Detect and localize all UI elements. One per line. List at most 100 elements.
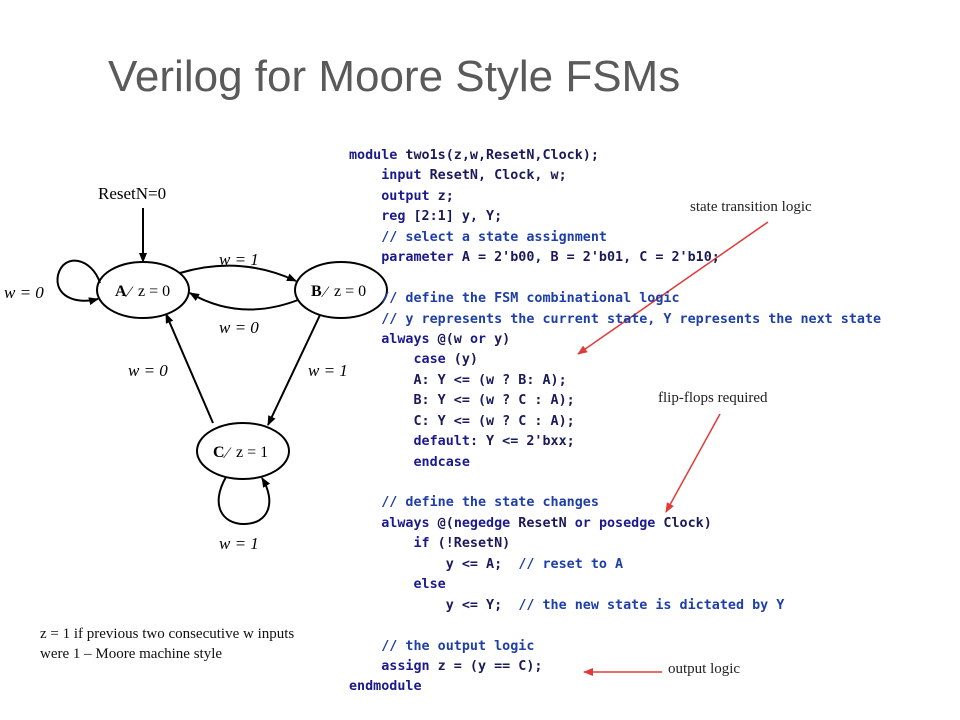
reset-label: ResetN=0 — [98, 184, 166, 203]
transition-a-b — [179, 264, 297, 282]
code-comment: // select a state assignment — [349, 229, 607, 245]
code-text: A: Y <= (w ? B: A); — [349, 372, 567, 388]
state-a-output: z = 0 — [138, 283, 170, 300]
code-text: y) — [486, 331, 511, 347]
code-line: // select a state assignment — [349, 228, 881, 248]
transition-b-a — [189, 292, 299, 311]
code-text: : Y <= 2'bxx; — [469, 434, 575, 450]
code-text: y <= Y; — [349, 597, 519, 613]
flip-flops-annotation: flip-flops required — [658, 390, 768, 406]
code-text: ResetN — [510, 515, 575, 531]
state-transition-arrow — [577, 221, 769, 355]
code-line: input ResetN, Clock, w; — [349, 166, 881, 186]
code-keyword: endmodule — [349, 679, 422, 695]
state-b: B ⁄ z = 0 — [294, 261, 388, 319]
state-b-slash: ⁄ — [321, 284, 330, 301]
code-line — [349, 473, 881, 493]
state-c-slash: ⁄ — [223, 445, 232, 462]
code-keyword: always — [381, 331, 430, 347]
code-line: endmodule — [349, 677, 881, 697]
code-line — [349, 269, 881, 289]
code-keyword: posedge — [598, 515, 656, 531]
code-text: ResetN, Clock, w; — [421, 168, 567, 184]
code-line: always @(w or y) — [349, 330, 881, 350]
code-line: parameter A = 2'b00, B = 2'b01, C = 2'b1… — [349, 248, 881, 268]
code-line: always @(negedge ResetN or posedge Clock… — [349, 514, 881, 534]
transition-a-a — [56, 259, 101, 306]
code-keyword: or — [574, 515, 591, 531]
flip-flops-arrow — [665, 413, 721, 513]
code-text: (!ResetN) — [429, 536, 511, 552]
code-keyword: reg — [381, 209, 406, 225]
fsm-note-line-1: z = 1 if previous two consecutive w inpu… — [40, 626, 295, 642]
code-keyword: module — [349, 148, 398, 163]
code-keyword: default — [413, 434, 470, 450]
fsm-note: z = 1 if previous two consecutive w inpu… — [40, 624, 294, 664]
slide-title: Verilog for Moore Style FSMs — [108, 52, 681, 101]
code-keyword: case — [413, 352, 446, 368]
verilog-code-block: module two1s(z,w,ResetN,Clock); input Re… — [349, 146, 881, 698]
code-comment: // define the state changes — [349, 495, 599, 511]
code-text: [2:1] y, Y; — [405, 209, 503, 225]
code-text — [349, 659, 381, 674]
output-logic-annotation: output logic — [668, 661, 741, 677]
code-keyword: parameter — [381, 250, 454, 266]
transition-a-b-label: w = 1 — [219, 250, 259, 269]
state-a-name: A — [115, 283, 127, 300]
code-text: B: Y <= (w ? C : A); — [349, 393, 575, 409]
state-c: C ⁄ z = 1 — [196, 422, 290, 480]
transition-c-a — [165, 313, 214, 424]
state-a: A ⁄ z = 0 — [96, 261, 190, 319]
code-text — [349, 352, 414, 367]
code-line: if (!ResetN) — [349, 534, 881, 554]
code-keyword: endcase — [413, 454, 470, 470]
code-line: output z; — [349, 187, 881, 207]
code-keyword: if — [413, 536, 430, 552]
code-text: y <= A; — [349, 556, 519, 572]
state-c-output: z = 1 — [236, 444, 268, 461]
code-keyword: always — [381, 515, 430, 531]
transition-b-c-label: w = 1 — [308, 361, 348, 380]
code-text — [349, 516, 381, 531]
code-text — [349, 577, 414, 592]
code-text — [349, 434, 414, 449]
code-line: A: Y <= (w ? B: A); — [349, 371, 881, 391]
transition-c-c-label: w = 1 — [219, 534, 259, 553]
code-keyword: negedge — [453, 515, 511, 531]
code-text: Clock) — [655, 515, 712, 531]
code-line: reg [2:1] y, Y; — [349, 207, 881, 227]
code-text — [591, 516, 599, 531]
transition-c-c — [217, 476, 271, 526]
code-text — [349, 332, 381, 347]
code-text: (y) — [445, 352, 478, 368]
code-keyword: or — [469, 331, 487, 347]
state-transition-annotation: state transition logic — [690, 199, 812, 215]
code-text — [349, 455, 414, 470]
fsm-note-line-2: were 1 – Moore machine style — [40, 646, 223, 662]
code-line — [349, 616, 881, 636]
code-text: z = (y == C); — [429, 658, 543, 674]
code-line: assign z = (y == C); — [349, 657, 881, 677]
code-keyword: output — [381, 188, 430, 204]
code-comment: // the output logic — [349, 638, 535, 654]
code-line: y <= Y; // the new state is dictated by … — [349, 596, 881, 616]
code-line: default: Y <= 2'bxx; — [349, 432, 881, 452]
state-c-name: C — [213, 444, 225, 461]
code-line: B: Y <= (w ? C : A); — [349, 391, 881, 411]
code-text: @(w — [429, 331, 470, 347]
code-text: A = 2'b00, B = 2'b01, C = 2'b10; — [453, 250, 720, 266]
code-keyword: input — [381, 168, 422, 184]
code-text — [349, 536, 414, 551]
code-line: endcase — [349, 453, 881, 473]
code-line: else — [349, 575, 881, 595]
code-text: C: Y <= (w ? C : A); — [349, 413, 575, 429]
state-a-slash: ⁄ — [125, 284, 134, 301]
code-text — [349, 168, 381, 183]
code-text: @( — [429, 515, 454, 531]
transition-b-c — [267, 314, 321, 426]
code-keyword: assign — [381, 658, 430, 674]
code-comment: // y represents the current state, Y rep… — [349, 311, 882, 327]
code-line: // define the state changes — [349, 493, 881, 513]
code-text — [349, 250, 381, 265]
